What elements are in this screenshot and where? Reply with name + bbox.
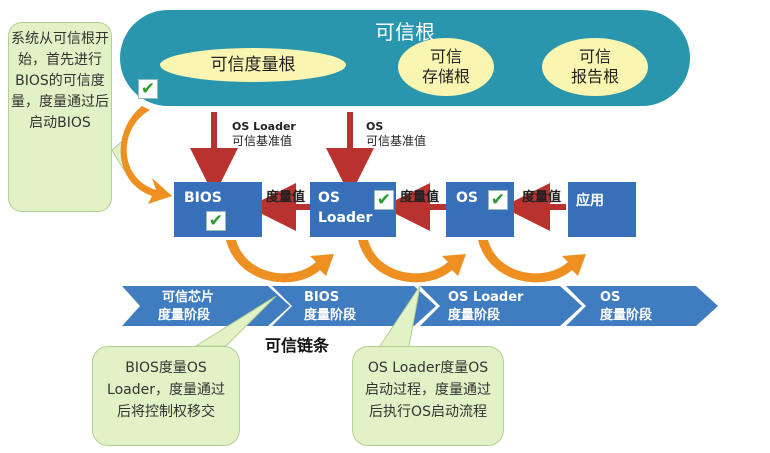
root-item-storage: 可信 存储根 (398, 38, 494, 96)
box-bios-label: BIOS (184, 190, 222, 206)
stage-chevron-4 (566, 286, 718, 326)
stage-1-text: 可信芯片 度量阶段 (158, 289, 214, 325)
box-app: 应用 (568, 182, 636, 237)
orange-arrow-root-bios (120, 106, 172, 204)
orange-arrow-os-app (478, 240, 586, 283)
orange-arrow-osloader-os (358, 240, 466, 283)
chain-title: 可信链条 (265, 336, 330, 355)
orange-arrow-bios-osloader (226, 240, 334, 283)
stage-1-line2: 度量阶段 (158, 308, 211, 323)
check-icon: ✔ (206, 211, 226, 231)
ref-label-osloader-name: OS Loader (232, 120, 296, 133)
root-item-measurement: 可信度量根 (160, 48, 346, 82)
stage-2-line1: BIOS (304, 290, 340, 305)
ref-label-osloader-sub: 可信基准值 (232, 134, 293, 148)
measure-label-1: 度量值 (266, 190, 306, 205)
stage-chevron-3 (420, 286, 582, 326)
ref-label-os: OS 可信基准值 (366, 119, 426, 148)
check-icon: ✔ (138, 79, 158, 99)
check-icon: ✔ (374, 190, 394, 210)
box-app-label: 应用 (576, 193, 604, 209)
stage-3-line2: 度量阶段 (448, 308, 501, 323)
stage-4-line1: OS (600, 290, 621, 305)
stage-3-text: OS Loader 度量阶段 (448, 289, 523, 325)
stage-2-line2: 度量阶段 (304, 308, 357, 323)
root-item-report: 可信 报告根 (542, 38, 648, 96)
ref-label-os-name: OS (366, 120, 384, 133)
stage-2-text: BIOS 度量阶段 (304, 289, 356, 325)
stage-chevron-2 (272, 286, 436, 326)
box-os-label: OS (456, 190, 478, 206)
box-osloader-label: OS Loader (318, 190, 373, 226)
root-item-storage-label: 可信 存储根 (421, 47, 470, 86)
stage-4-line2: 度量阶段 (600, 308, 653, 323)
root-item-report-label: 可信 报告根 (570, 47, 619, 86)
measure-label-3: 度量值 (522, 190, 562, 205)
measure-label-2: 度量值 (400, 190, 440, 205)
root-of-trust: 可信根 可信度量根 可信 存储根 可信 报告根 (120, 10, 690, 106)
stage-4-text: OS 度量阶段 (600, 289, 652, 325)
callout-start: 系统从可信根开始，首先进行BIOS的可信度量，度量通过后启动BIOS (8, 22, 112, 212)
stage-3-line1: OS Loader (448, 290, 524, 305)
ref-label-os-sub: 可信基准值 (366, 134, 427, 148)
ref-label-osloader: OS Loader 可信基准值 (232, 119, 296, 148)
callout-osloader: OS Loader度量OS启动过程，度量通过后执行OS启动流程 (352, 346, 504, 446)
callout-bios: BIOS度量OS Loader，度量通过后将控制权移交 (92, 346, 240, 446)
stage-1-line1: 可信芯片 (162, 290, 215, 305)
check-icon: ✔ (488, 190, 508, 210)
